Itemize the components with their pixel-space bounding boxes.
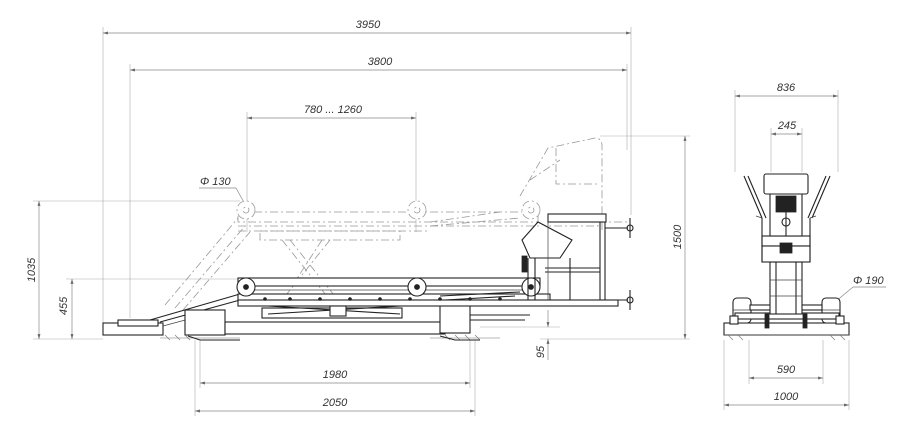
- dimension-label-95: 95: [535, 345, 547, 358]
- dimension-1980: 1980: [199, 340, 471, 388]
- dimension-pad-range: 780 ... 1260: [246, 104, 417, 232]
- dimension-1035: 1035: [26, 200, 240, 340]
- dimension-label-wheel-diameter: Φ 190: [853, 275, 884, 287]
- dimension-label-1035: 1035: [26, 257, 38, 282]
- dimension-label-455: 455: [58, 296, 70, 315]
- side-view: 3950 3800 780 ... 1260 Φ 130 1035: [26, 19, 690, 416]
- dimension-95: 95: [480, 310, 560, 360]
- roller-diameter-callout: Φ 130: [199, 176, 247, 207]
- dimension-label-590: 590: [777, 364, 796, 376]
- dimension-455: 455: [58, 278, 240, 339]
- dimension-1000: 1000: [723, 340, 850, 410]
- front-machine: [723, 173, 850, 341]
- dimension-label-1980: 1980: [323, 369, 348, 381]
- dimension-label-1000: 1000: [774, 391, 799, 403]
- dimension-label-3950: 3950: [356, 19, 381, 31]
- dimension-label-pad-range: 780 ... 1260: [304, 104, 363, 116]
- dimension-3950: 3950: [102, 19, 632, 325]
- dimension-2050: 2050: [194, 340, 476, 416]
- dimension-1500: 1500: [540, 135, 690, 340]
- front-view: 836 245 Φ 190 590 1000: [723, 82, 886, 410]
- dimension-label-roller-diameter: Φ 130: [200, 176, 231, 188]
- dimension-245: 245: [770, 120, 803, 172]
- dimension-label-1500: 1500: [672, 224, 684, 249]
- dimension-label-2050: 2050: [322, 397, 348, 409]
- dimension-label-245: 245: [777, 120, 797, 132]
- wheel-diameter-callout: Φ 190: [834, 275, 886, 303]
- dimension-label-836: 836: [777, 82, 796, 94]
- dimension-590: 590: [748, 340, 824, 384]
- dimension-label-3800: 3800: [368, 56, 393, 68]
- dimension-3800: 3800: [129, 56, 628, 318]
- lowered-platform: [102, 213, 634, 341]
- dimension-836: 836: [734, 82, 839, 172]
